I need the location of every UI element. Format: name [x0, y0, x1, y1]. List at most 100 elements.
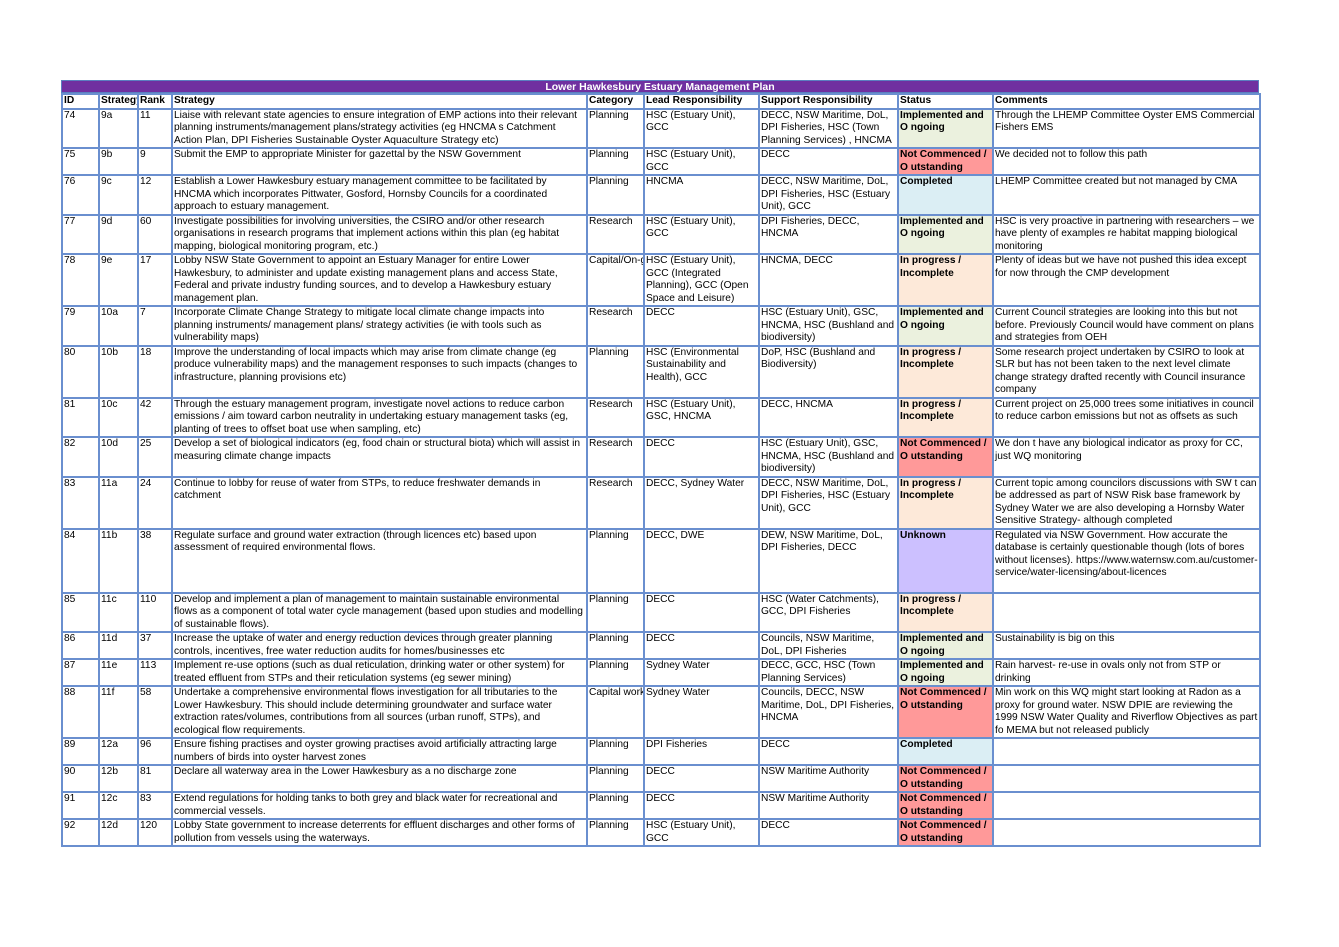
header-strategy-code: Strategy: [98, 93, 139, 110]
cell-id: 81: [61, 396, 100, 438]
cell-status: Completed: [897, 737, 994, 766]
cell-id: 92: [61, 818, 100, 847]
cell-support: HNCMA, DECC: [758, 253, 899, 307]
cell-id: 89: [61, 737, 100, 766]
cell-support: DECC: [758, 147, 899, 176]
cell-strategy-code: 11e: [98, 658, 139, 687]
cell-strategy: Submit the EMP to appropriate Minister f…: [171, 147, 588, 176]
header-lead: Lead Responsibility: [643, 93, 760, 110]
cell-id: 91: [61, 791, 100, 820]
cell-strategy: Establish a Lower Hawkesbury estuary man…: [171, 174, 588, 216]
cell-status: Not Commenced / O utstanding: [897, 791, 994, 820]
cell-status: In progress / Incomplete: [897, 591, 994, 633]
strategy-table: ID Strategy Rank Strategy Category Lead …: [61, 93, 1261, 847]
cell-id: 75: [61, 147, 100, 176]
cell-support: HSC (Estuary Unit), GSC, HNCMA, HSC (Bus…: [758, 305, 899, 347]
cell-strategy-code: 11b: [98, 527, 139, 594]
cell-rank: 38: [137, 527, 173, 594]
cell-strategy-code: 12b: [98, 764, 139, 793]
cell-lead: DECC: [643, 591, 760, 633]
cell-lead: DPI Fisheries: [643, 737, 760, 766]
cell-rank: 7: [137, 305, 173, 347]
cell-strategy-code: 10a: [98, 305, 139, 347]
header-comments: Comments: [992, 93, 1261, 110]
cell-comments: Current topic among councilors discussio…: [992, 475, 1261, 530]
cell-id: 84: [61, 527, 100, 594]
cell-id: 87: [61, 658, 100, 687]
cell-comments: We don t have any biological indicator a…: [992, 436, 1261, 478]
cell-lead: DECC: [643, 436, 760, 478]
header-id: ID: [61, 93, 100, 110]
cell-category: Research: [586, 213, 645, 255]
cell-rank: 9: [137, 147, 173, 176]
header-rank: Rank: [137, 93, 173, 110]
cell-id: 76: [61, 174, 100, 216]
cell-lead: HSC (Estuary Unit), GCC (Integrated Plan…: [643, 253, 760, 307]
cell-strategy-code: 12a: [98, 737, 139, 766]
cell-comments: [992, 791, 1261, 820]
cell-comments: LHEMP Committee created but not managed …: [992, 174, 1261, 216]
cell-status: Implemented and O ngoing: [897, 213, 994, 255]
cell-comments: Regulated via NSW Government. How accura…: [992, 527, 1261, 594]
cell-category: Planning: [586, 147, 645, 176]
cell-strategy-code: 11d: [98, 631, 139, 660]
cell-lead: HSC (Estuary Unit), GSC, HNCMA: [643, 396, 760, 438]
cell-id: 82: [61, 436, 100, 478]
cell-rank: 60: [137, 213, 173, 255]
cell-comments: Through the LHEMP Committee Oyster EMS C…: [992, 107, 1261, 149]
cell-status: Implemented and O ngoing: [897, 658, 994, 687]
cell-status: Implemented and O ngoing: [897, 631, 994, 660]
cell-category: Planning: [586, 174, 645, 216]
cell-comments: Current project on 25,000 trees some ini…: [992, 396, 1261, 438]
cell-strategy: Extend regulations for holding tanks to …: [171, 791, 588, 820]
cell-category: Research: [586, 475, 645, 530]
cell-rank: 18: [137, 344, 173, 399]
cell-strategy: Ensure fishing practises and oyster grow…: [171, 737, 588, 766]
cell-comments: [992, 818, 1261, 847]
header-support: Support Responsibility: [758, 93, 899, 110]
cell-comments: [992, 764, 1261, 793]
cell-status: Unknown: [897, 527, 994, 594]
cell-rank: 110: [137, 591, 173, 633]
cell-comments: HSC is very proactive in partnering with…: [992, 213, 1261, 255]
cell-strategy-code: 9d: [98, 213, 139, 255]
cell-id: 83: [61, 475, 100, 530]
cell-lead: HSC (Environmental Sustainability and He…: [643, 344, 760, 399]
cell-support: HSC (Estuary Unit), GSC, HNCMA, HSC (Bus…: [758, 436, 899, 478]
cell-strategy-code: 11c: [98, 591, 139, 633]
cell-rank: 58: [137, 685, 173, 739]
cell-status: Not Commenced / O utstanding: [897, 436, 994, 478]
cell-status: Not Commenced / O utstanding: [897, 685, 994, 739]
cell-id: 85: [61, 591, 100, 633]
spreadsheet: Lower Hawkesbury Estuary Management Plan…: [61, 80, 1261, 847]
cell-rank: 96: [137, 737, 173, 766]
cell-category: Planning: [586, 107, 645, 149]
cell-support: DECC, NSW Maritime, DoL, DPI Fisheries, …: [758, 174, 899, 216]
cell-support: NSW Maritime Authority: [758, 791, 899, 820]
cell-category: Research: [586, 436, 645, 478]
cell-strategy-code: 11a: [98, 475, 139, 530]
cell-strategy-code: 10d: [98, 436, 139, 478]
cell-category: Planning: [586, 791, 645, 820]
cell-support: DPI Fisheries, DECC, HNCMA: [758, 213, 899, 255]
cell-category: Capital/On-going: [586, 253, 645, 307]
cell-strategy: Improve the understanding of local impac…: [171, 344, 588, 399]
cell-strategy: Incorporate Climate Change Strategy to m…: [171, 305, 588, 347]
header-status: Status: [897, 93, 994, 110]
cell-support: DECC, GCC, HSC (Town Planning Services): [758, 658, 899, 687]
cell-strategy: Develop and implement a plan of manageme…: [171, 591, 588, 633]
cell-strategy-code: 9c: [98, 174, 139, 216]
cell-strategy-code: 10b: [98, 344, 139, 399]
cell-id: 88: [61, 685, 100, 739]
